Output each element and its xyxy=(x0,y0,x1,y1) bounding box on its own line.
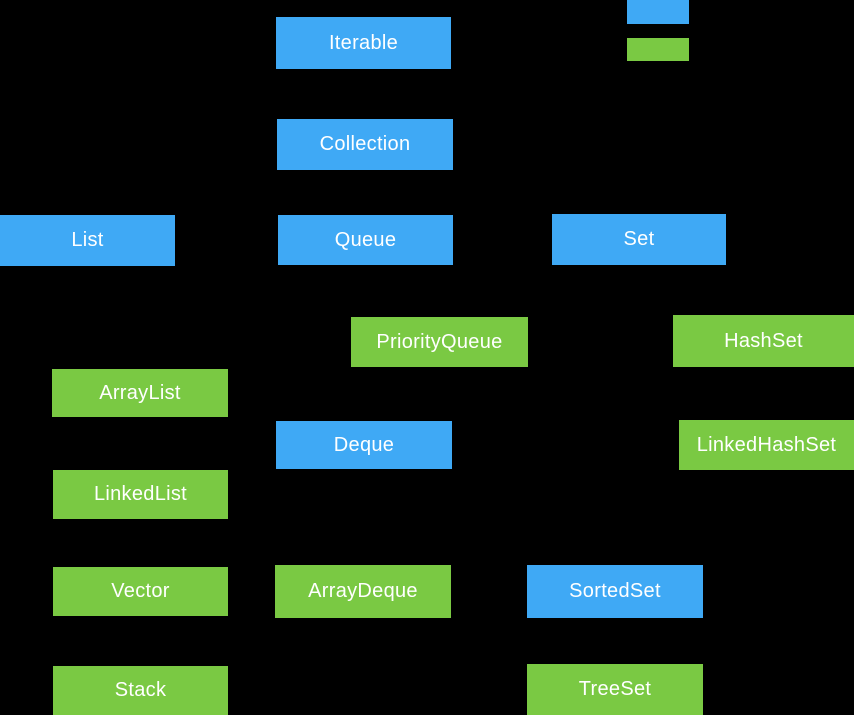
node-vector: Vector xyxy=(53,567,228,616)
legend-interface-swatch xyxy=(627,0,689,24)
node-collection: Collection xyxy=(277,119,453,170)
legend-class-swatch xyxy=(627,38,689,61)
node-queue: Queue xyxy=(278,215,453,265)
node-arraylist: ArrayList xyxy=(52,369,228,417)
node-sortedset: SortedSet xyxy=(527,565,703,618)
node-list: List xyxy=(0,215,175,266)
node-set: Set xyxy=(552,214,726,265)
node-hashset: HashSet xyxy=(673,315,854,367)
node-treeset: TreeSet xyxy=(527,664,703,715)
node-iterable: Iterable xyxy=(276,17,451,69)
node-linkedhashset: LinkedHashSet xyxy=(679,420,854,470)
node-arraydeque: ArrayDeque xyxy=(275,565,451,618)
node-linkedlist: LinkedList xyxy=(53,470,228,519)
node-priorityqueue: PriorityQueue xyxy=(351,317,528,367)
node-stack: Stack xyxy=(53,666,228,715)
node-deque: Deque xyxy=(276,421,452,469)
